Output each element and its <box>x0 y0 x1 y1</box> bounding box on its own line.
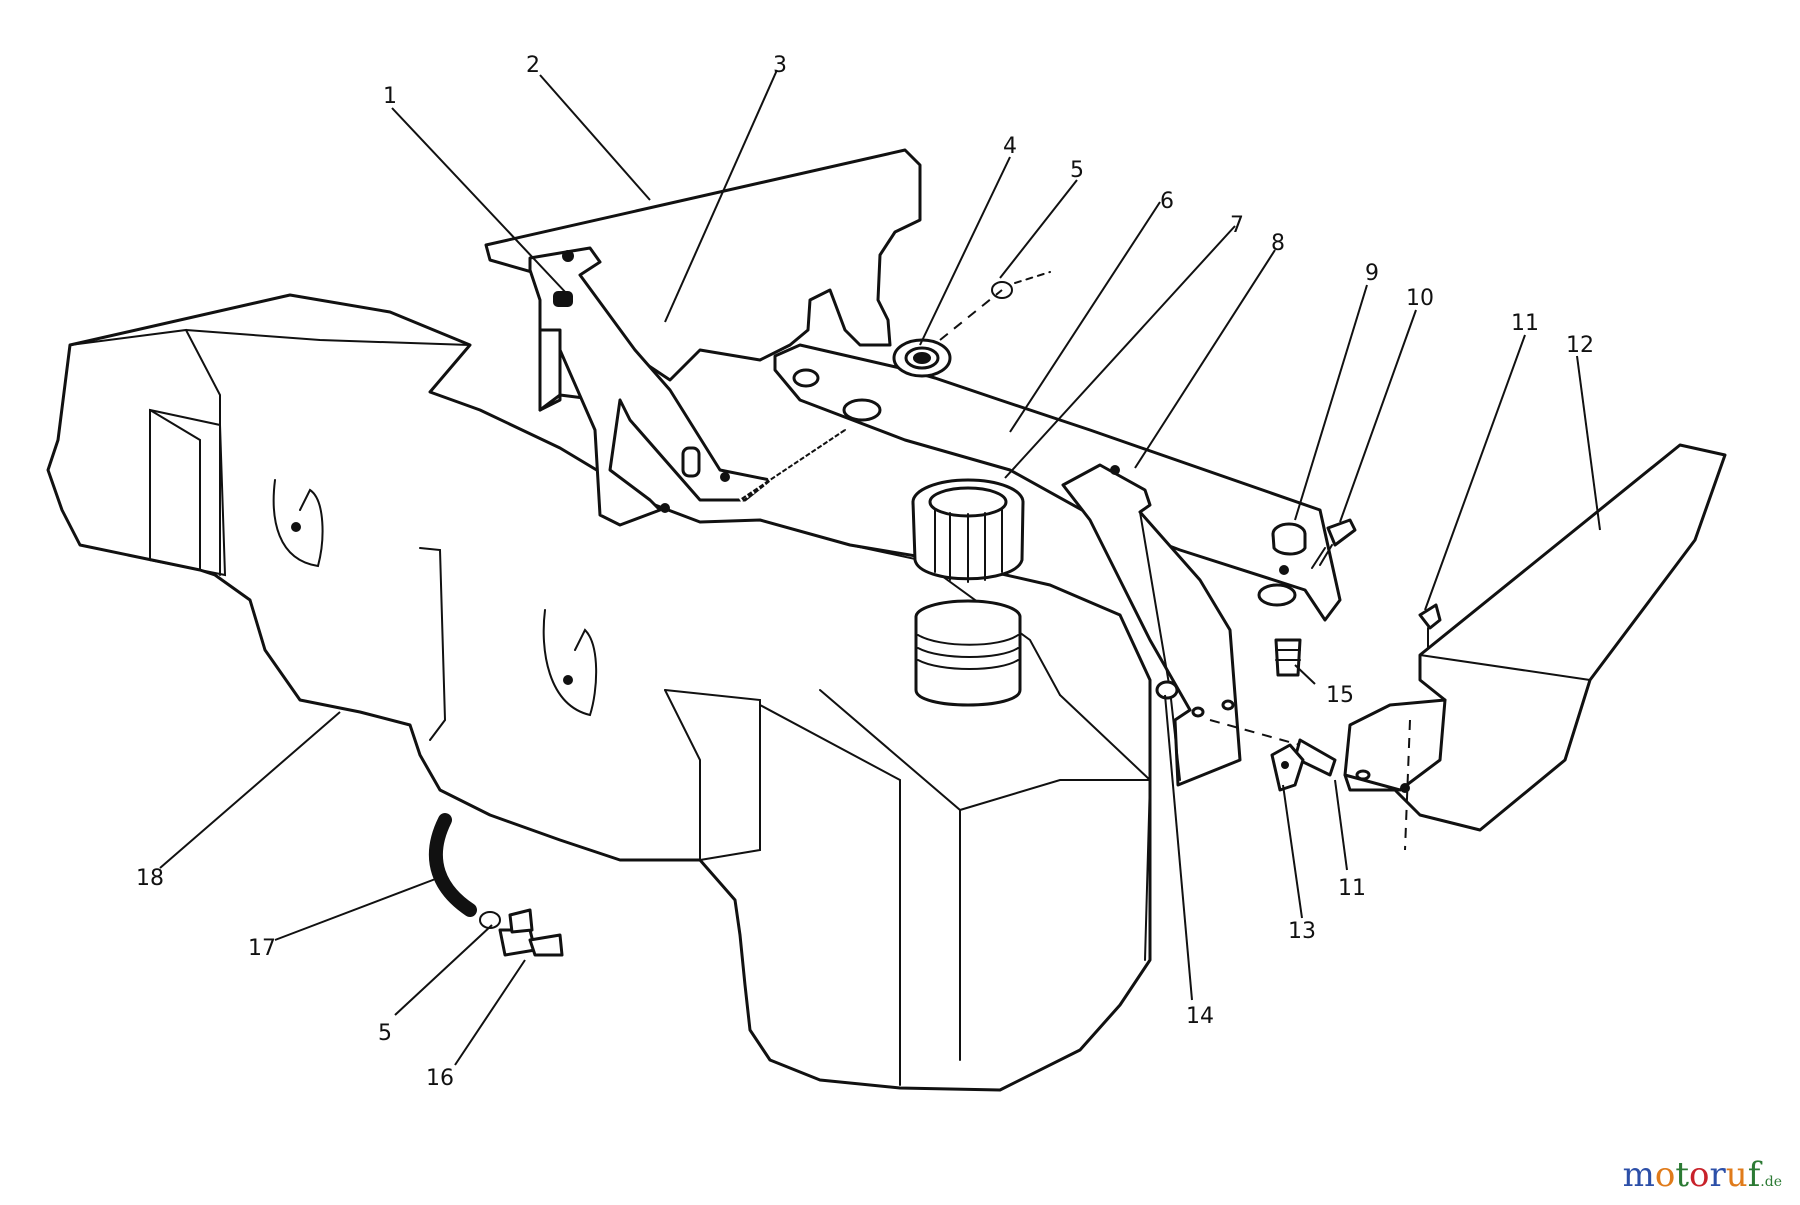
hex-bolt <box>1274 638 1302 677</box>
shoulder-bolt <box>1311 518 1357 569</box>
left-support-bracket <box>528 246 772 527</box>
callout-17: 17 <box>248 936 276 961</box>
callout-7: 7 <box>1230 213 1244 238</box>
hose-clamp <box>939 271 1051 341</box>
callout-5-bottom: 5 <box>378 1021 392 1046</box>
watermark-letter: m <box>1622 1155 1655 1195</box>
fuel-hose <box>429 813 477 917</box>
watermark-letter: u <box>1725 1155 1748 1195</box>
callout-14: 14 <box>1186 1004 1214 1029</box>
callout-16: 16 <box>426 1066 454 1091</box>
mounting-clip <box>1270 743 1305 792</box>
callout-10: 10 <box>1406 286 1434 311</box>
callout-1: 1 <box>383 84 397 109</box>
callout-9: 9 <box>1365 261 1379 286</box>
callout-2: 2 <box>526 53 540 78</box>
callout-6: 6 <box>1160 189 1174 214</box>
watermark-logo: motoruf.de <box>1623 1155 1782 1195</box>
shut-off-valve <box>498 908 564 957</box>
leader-lines <box>159 69 1601 1066</box>
small-bolt <box>1418 603 1442 649</box>
rubber-bushing <box>1271 522 1307 556</box>
callout-15: 15 <box>1326 683 1354 708</box>
watermark-letter: o <box>1689 1155 1710 1195</box>
callout-12: 12 <box>1566 333 1594 358</box>
callout-13: 13 <box>1288 919 1316 944</box>
watermark-letter: r <box>1709 1155 1726 1195</box>
watermark-letter: o <box>1654 1155 1676 1195</box>
callout-18: 18 <box>136 866 164 891</box>
right-support-bracket <box>1061 463 1242 787</box>
fuel-tank <box>46 293 1152 1092</box>
callout-3: 3 <box>773 53 787 78</box>
callout-5-top: 5 <box>1070 158 1084 183</box>
spring <box>738 427 847 503</box>
watermark-tld: .de <box>1760 1174 1782 1190</box>
callouts: 1 2 3 4 5 6 7 8 9 10 11 12 5 16 17 18 11… <box>136 53 1594 1091</box>
callout-8: 8 <box>1271 231 1285 256</box>
callout-11-bottom: 11 <box>1338 876 1366 901</box>
callout-4: 4 <box>1003 134 1017 159</box>
watermark-letter: t <box>1675 1155 1690 1195</box>
callout-11-top: 11 <box>1511 311 1539 336</box>
front-shroud-panel <box>1343 443 1727 851</box>
grommet <box>892 338 952 378</box>
fuel-cap <box>911 478 1025 583</box>
watermark-letter: f <box>1747 1155 1761 1195</box>
